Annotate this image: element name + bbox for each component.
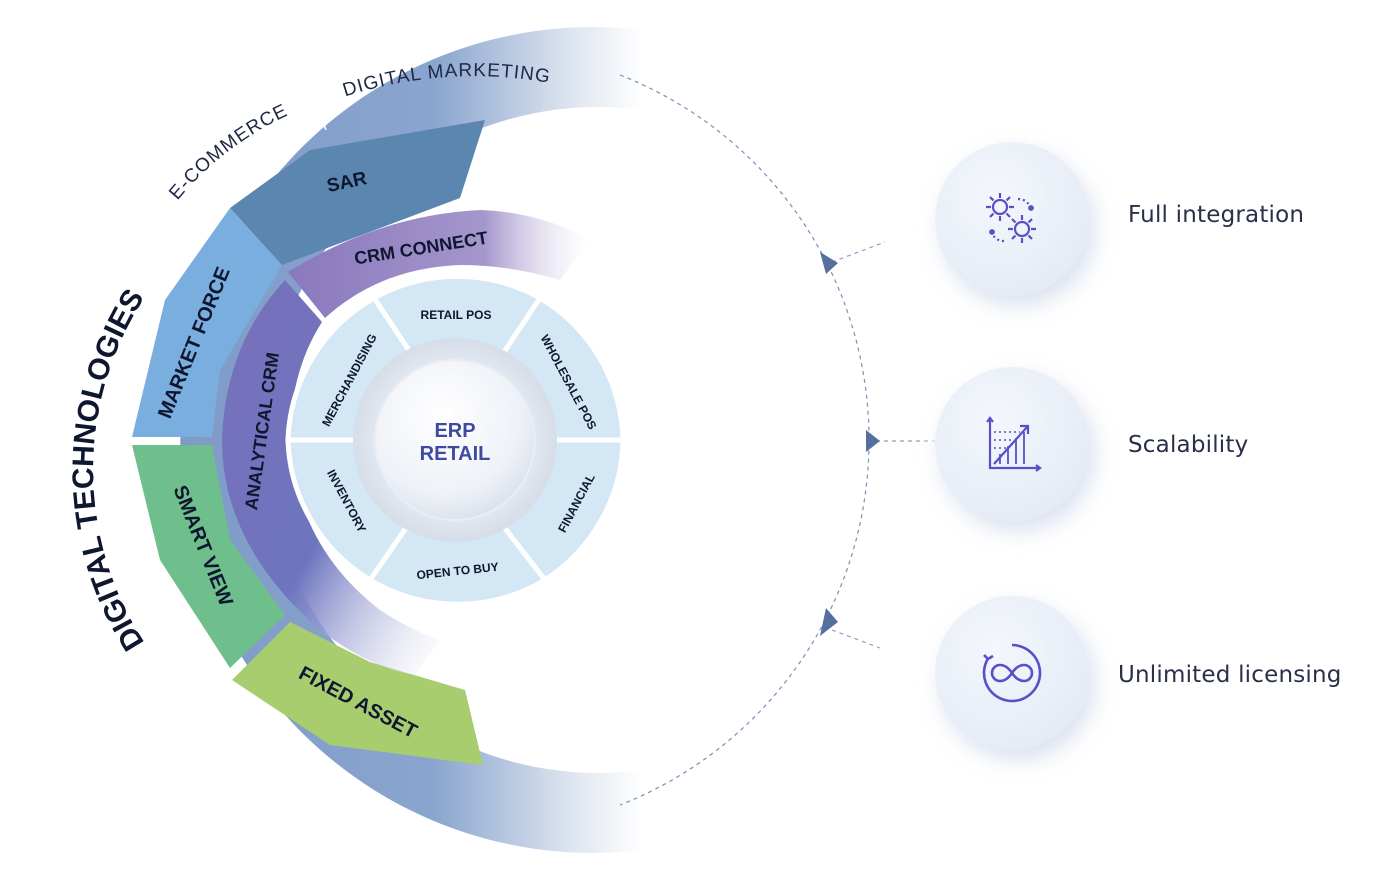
smart-view-segment: [132, 445, 285, 668]
feature-label-scalability: Scalability: [1128, 432, 1249, 458]
scalability-circle: [935, 367, 1089, 521]
retail-pos-label: RETAIL POS: [421, 308, 492, 322]
sar-segment: [230, 120, 485, 265]
ring-divider: [299, 57, 327, 131]
arrow-marker-icon: [820, 608, 838, 636]
connector-line: [831, 241, 886, 263]
core-line2: RETAIL: [420, 443, 491, 465]
gears-icon: [986, 193, 1036, 243]
feature-label-full-integration: Full integration: [1128, 202, 1305, 228]
arrow-marker-icon: [820, 252, 838, 274]
full-integration-circle: [935, 142, 1089, 296]
core-line1: ERP: [434, 420, 475, 442]
fixed-asset-segment: [232, 622, 483, 765]
growth-chart-icon: [986, 416, 1042, 472]
core-circle: [374, 359, 536, 521]
dashed-orbit: [619, 74, 870, 806]
inner-ring: [285, 273, 626, 607]
analytical-crm-segment: [222, 280, 440, 675]
ring-divider: [111, 211, 179, 256]
unlimited-licensing-circle: [935, 596, 1089, 750]
connector-line: [831, 629, 881, 649]
market-force-segment: [132, 208, 282, 437]
feature-label-unlimited-licensing: Unlimited licensing: [1118, 662, 1342, 688]
crm-connect-segment: [288, 210, 590, 318]
arrow-marker-icon: [866, 430, 880, 452]
infinity-icon: [982, 643, 1042, 703]
